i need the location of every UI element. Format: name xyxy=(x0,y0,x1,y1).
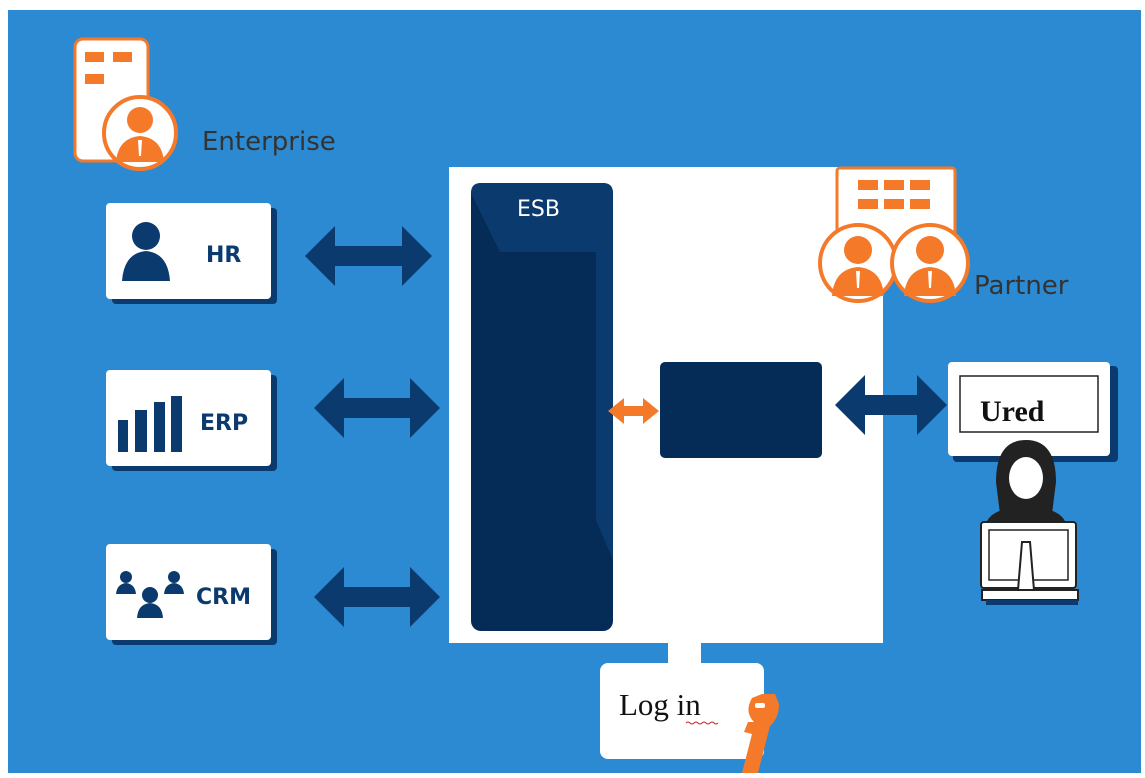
crm-esb-arrow xyxy=(314,567,440,627)
person-icon xyxy=(122,222,170,281)
esb-service-arrow xyxy=(608,398,659,424)
erp-system-box: ERP xyxy=(106,370,277,471)
enterprise-label: Enterprise xyxy=(202,127,336,157)
login-box[interactable]: Log in xyxy=(600,663,764,759)
login-label: Log in xyxy=(619,687,701,722)
login-connector xyxy=(668,643,701,665)
partner-building-people-icon xyxy=(818,166,970,303)
spellcheck-underline xyxy=(685,721,719,725)
bar-chart-icon xyxy=(118,396,182,452)
service-ured-arrow xyxy=(835,375,947,435)
key-icon xyxy=(742,694,779,773)
ured-label: Ured xyxy=(980,395,1045,428)
hr-label: HR xyxy=(206,243,241,268)
esb-bus: ESB xyxy=(471,183,613,631)
group-icon xyxy=(116,571,184,618)
esb-label: ESB xyxy=(517,197,560,222)
erp-esb-arrow xyxy=(314,378,440,438)
crm-label: CRM xyxy=(196,585,251,610)
partner-service-box xyxy=(660,362,822,458)
partner-label: Partner xyxy=(974,271,1069,301)
hr-esb-arrow xyxy=(305,226,432,286)
ured-screen: Ured xyxy=(948,362,1118,462)
crm-system-box: CRM xyxy=(106,544,277,645)
erp-label: ERP xyxy=(200,411,248,436)
enterprise-building-person-icon xyxy=(73,37,178,171)
hr-system-box: HR xyxy=(106,203,277,304)
user-at-monitor-icon xyxy=(980,440,1079,605)
